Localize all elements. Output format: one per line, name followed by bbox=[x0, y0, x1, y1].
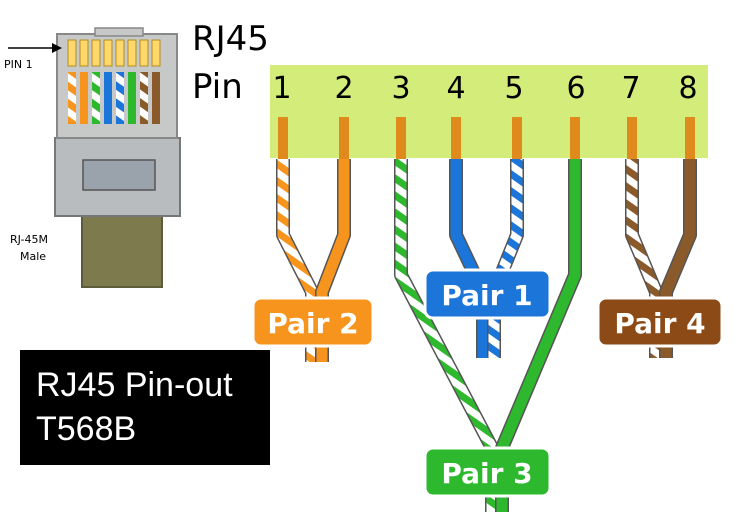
pin-number: 3 bbox=[391, 71, 410, 106]
pair-2-badge-bg bbox=[251, 296, 375, 348]
pin-number: 4 bbox=[446, 71, 465, 106]
pin-number: 8 bbox=[678, 71, 697, 106]
header-pin-word: Pin bbox=[192, 67, 243, 107]
pin-number: 6 bbox=[566, 71, 585, 106]
pair-3-badge: Pair 3 bbox=[423, 446, 552, 498]
pair-1-label: Pair 1 bbox=[441, 279, 532, 312]
header-title: RJ45 bbox=[192, 19, 269, 59]
caption-box: RJ45 Pin-out T568B bbox=[20, 350, 270, 465]
plug-wires bbox=[68, 72, 160, 124]
caption-line-2: T568B bbox=[36, 410, 137, 448]
pin1-label: PIN 1 bbox=[4, 58, 33, 71]
pair-1-badge-bg bbox=[423, 268, 552, 320]
pair-3-badge-bg bbox=[423, 446, 552, 498]
pair-4-label: Pair 4 bbox=[614, 307, 705, 340]
pair-2-badge: Pair 2 bbox=[251, 296, 375, 348]
pin-number: 5 bbox=[504, 71, 523, 106]
pin-numbers: 1 2 3 4 5 6 7 8 bbox=[272, 71, 697, 106]
caption-line-1: RJ45 Pin-out bbox=[36, 366, 233, 404]
pair-3-label: Pair 3 bbox=[441, 457, 532, 490]
pair-2-label: Pair 2 bbox=[267, 307, 358, 340]
gold-contacts bbox=[67, 39, 161, 67]
pin1-arrowhead-icon bbox=[52, 43, 62, 53]
pair-1-badge: Pair 1 bbox=[423, 268, 552, 320]
pin-number: 1 bbox=[272, 71, 291, 106]
pin-number: 7 bbox=[621, 71, 640, 106]
pair-4-badge-bg bbox=[596, 296, 724, 348]
connector-top-tab bbox=[94, 27, 144, 37]
connector-latch-window bbox=[82, 159, 156, 191]
connector-model-line2: Male bbox=[20, 250, 46, 263]
pin-number: 2 bbox=[334, 71, 353, 106]
copper-contacts bbox=[278, 117, 695, 159]
cable-jacket bbox=[81, 204, 163, 288]
pair-4-badge: Pair 4 bbox=[596, 296, 724, 348]
connector-model-line1: RJ-45M bbox=[10, 233, 48, 246]
wires bbox=[276, 159, 697, 512]
rj45-connector-illustration: PIN 1 RJ-45M Male bbox=[4, 27, 181, 288]
